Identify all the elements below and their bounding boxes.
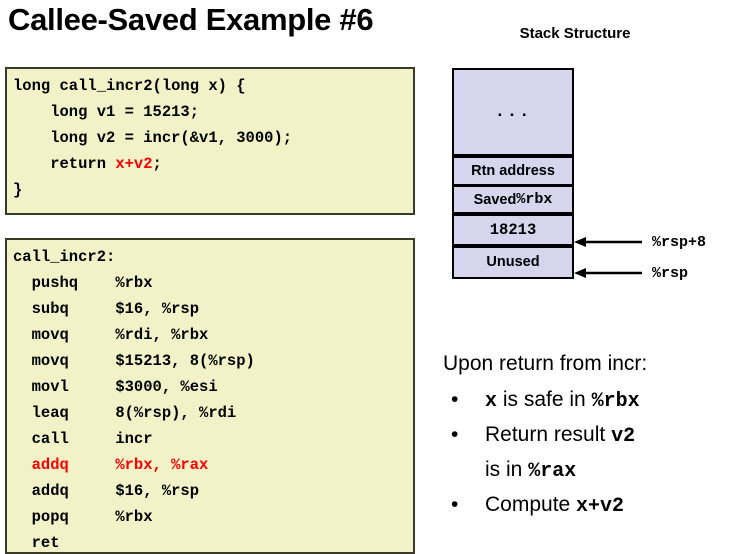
code-token: call_incr2: — [13, 248, 116, 266]
c-source-code-block: long call_incr2(long x) { long v1 = 1521… — [5, 67, 415, 215]
code-term: v2 — [611, 425, 636, 448]
bullet-marker-icon: • — [451, 388, 459, 411]
stack-cell-value-18213: 18213 — [452, 213, 574, 246]
arrow-left-icon — [574, 268, 642, 278]
asm-code-line: call incr — [13, 426, 413, 452]
stack-cell-rtn-address: Rtn address — [452, 155, 574, 186]
notes-intro-text: Upon return from incr: — [443, 352, 648, 375]
code-token: } — [13, 181, 23, 199]
stack-cell-ellipsis: ... — [452, 68, 574, 156]
code-token: pushq %rbx — [13, 274, 153, 292]
c-code-line: return x+v2; — [13, 151, 413, 177]
bullet-item: • x is safe in %rbx — [443, 383, 753, 418]
stack-cell-label: Saved — [473, 191, 517, 208]
c-code-line: long v1 = 15213; — [13, 99, 413, 125]
stack-pointer-label: %rsp+8 — [652, 233, 707, 251]
code-token: movq $15213, 8(%rsp) — [13, 352, 255, 370]
code-token: addq $16, %rsp — [13, 482, 200, 500]
code-term: %rax — [528, 460, 577, 483]
page-title: Callee-Saved Example #6 — [8, 2, 374, 37]
stack-cell-label: Rtn address — [471, 162, 555, 179]
code-token: popq %rbx — [13, 508, 153, 526]
stack-cell-label: ... — [494, 102, 532, 122]
code-token: subq $16, %rsp — [13, 300, 200, 318]
bullet-text: Return result — [485, 423, 612, 446]
asm-code-line: popq %rbx — [13, 504, 413, 530]
notes-bullet-list: • x is safe in %rbx • Return result v2 is in… — [443, 383, 753, 523]
bullet-text: Compute — [485, 493, 577, 516]
highlighted-code-token: addq %rbx, %rax — [13, 456, 209, 474]
asm-code-line: leaq 8(%rsp), %rdi — [13, 400, 413, 426]
bullet-marker-icon: • — [451, 423, 459, 446]
bullet-item: • Compute x+v2 — [443, 488, 753, 523]
bullet-item: • Return result v2 — [443, 418, 753, 453]
code-term: %rbx — [591, 390, 640, 413]
stack-cell-saved-rbx: Saved %rbx — [452, 185, 574, 214]
stack-pointer-rsp: %rsp — [574, 264, 688, 282]
stack-structure-heading: Stack Structure — [519, 25, 631, 42]
code-token: leaq 8(%rsp), %rdi — [13, 404, 237, 422]
code-token: return — [13, 155, 116, 173]
code-token: long call_incr2(long x) { — [13, 77, 246, 95]
code-term: x+v2 — [576, 495, 625, 518]
code-token: ; — [152, 155, 162, 173]
bullet-marker-icon: • — [451, 493, 459, 516]
code-token: long v1 = 15213; — [13, 103, 200, 121]
asm-code-line: addq %rbx, %rax — [13, 452, 413, 478]
c-code-line: long call_incr2(long x) { — [13, 73, 413, 99]
asm-code-line: call_incr2: — [13, 244, 413, 270]
asm-code-line: addq $16, %rsp — [13, 478, 413, 504]
stack-pointer-rsp-plus-8: %rsp+8 — [574, 233, 706, 251]
asm-code-line: ret — [13, 530, 413, 552]
asm-code-line: movq %rdi, %rbx — [13, 322, 413, 348]
stack-cell-label: Unused — [486, 254, 540, 270]
code-token: long v2 = incr(&v1, 3000); — [13, 129, 293, 147]
highlighted-code-token: x+v2 — [115, 155, 153, 173]
arrow-left-icon — [574, 237, 642, 247]
assembly-code-block: call_incr2: pushq %rbx subq $16, %rsp mo… — [5, 238, 415, 554]
bullet-text: is in — [485, 458, 529, 481]
register-name: %rbx — [516, 191, 553, 208]
c-code-line: } — [13, 177, 413, 203]
bullet-text: is safe in — [497, 388, 592, 411]
code-term: x — [485, 390, 498, 413]
code-token: call incr — [13, 430, 153, 448]
code-token: movl $3000, %esi — [13, 378, 218, 396]
code-token: ret — [13, 534, 60, 552]
code-token: movq %rdi, %rbx — [13, 326, 209, 344]
stack-pointer-label: %rsp — [652, 264, 689, 282]
stack-cell-label: 18213 — [489, 220, 537, 239]
stack-cell-unused: Unused — [452, 245, 574, 279]
asm-code-line: movq $15213, 8(%rsp) — [13, 348, 413, 374]
bullet-continuation: is in %rax — [443, 453, 753, 488]
asm-code-line: subq $16, %rsp — [13, 296, 413, 322]
asm-code-line: pushq %rbx — [13, 270, 413, 296]
asm-code-line: movl $3000, %esi — [13, 374, 413, 400]
c-code-line: long v2 = incr(&v1, 3000); — [13, 125, 413, 151]
